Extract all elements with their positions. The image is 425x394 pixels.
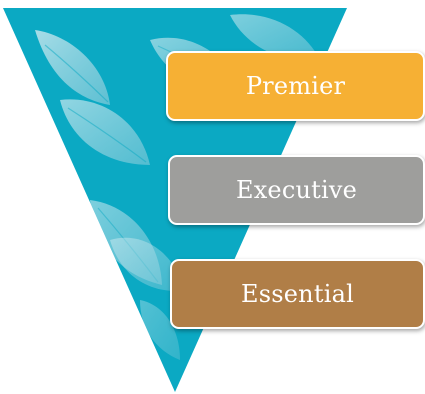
tier-essential-label: Essential (241, 280, 354, 308)
tier-essential: Essential (170, 259, 425, 329)
tier-premier-label: Premier (245, 72, 346, 100)
tier-executive: Executive (168, 155, 425, 225)
tier-executive-label: Executive (235, 176, 358, 204)
tier-premier: Premier (166, 51, 425, 121)
